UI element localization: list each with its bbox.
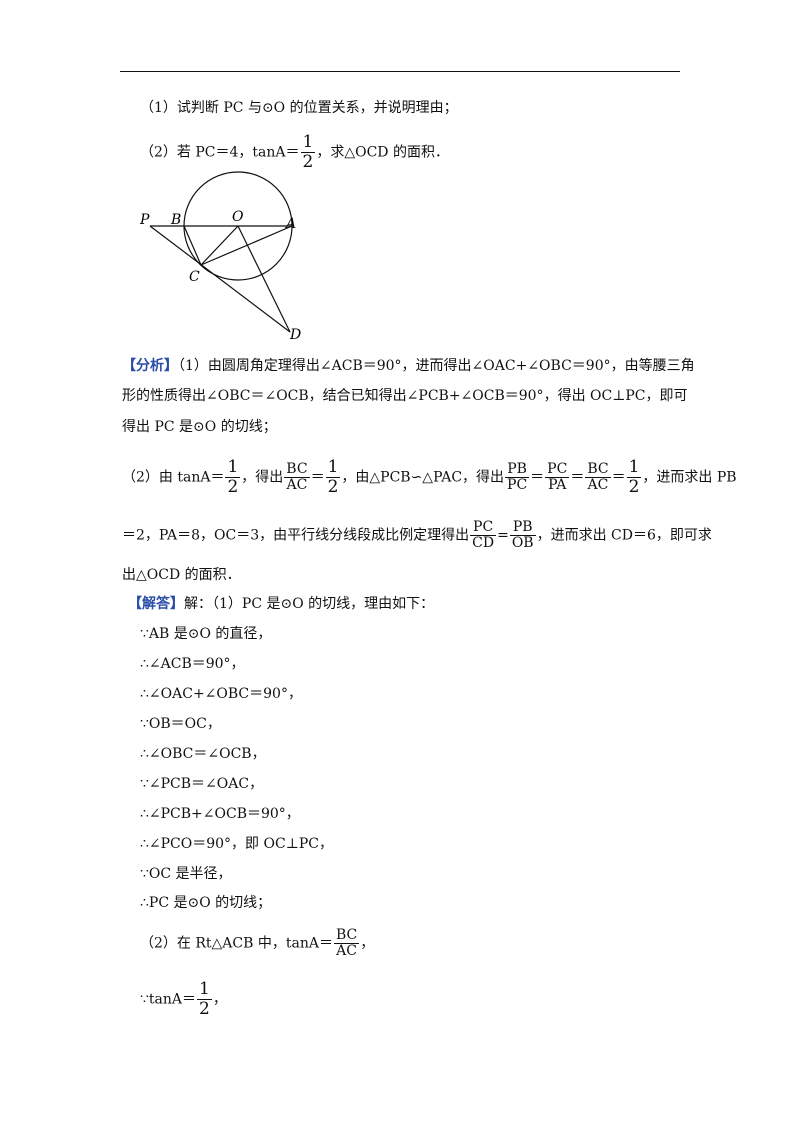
label-p: P	[139, 212, 150, 228]
geometry-figure: P B O A C D	[139, 171, 301, 343]
solution-text: ，	[360, 935, 375, 952]
fraction-denominator: 2	[628, 477, 640, 497]
analysis-text: ，由△PCB∽△PAC，得出	[341, 469, 505, 486]
fraction-numerator: BC	[333, 927, 360, 944]
fraction-denominator: 2	[227, 477, 239, 497]
solution-step: ∴∠PCO＝90°，即 OC⊥PC，	[140, 836, 333, 852]
solution-text: ∵tanA＝	[140, 991, 197, 1008]
solution-header: 【解答】解：（1）PC 是⊙O 的切线，理由如下：	[128, 595, 434, 613]
fraction-numerator: 1	[300, 132, 316, 153]
fraction-denominator: AC	[286, 477, 308, 493]
analysis-line-6: 出△OCD 的面积．	[122, 567, 241, 583]
solution-step: ∴∠OAC+∠OBC＝90°，	[140, 686, 302, 702]
solution-text: ，	[212, 991, 227, 1008]
solution-step: ∴∠ACB＝90°，	[140, 656, 245, 672]
fraction-numerator: BC	[585, 461, 611, 478]
label-c: C	[189, 269, 200, 285]
label-d: D	[289, 327, 301, 343]
fraction-denominator: PA	[548, 477, 567, 493]
fraction-numerator: 1	[626, 457, 642, 478]
analysis-text: （1）由圆周角定理得出∠ACB＝90°，进而得出∠OAC+∠OBC＝90°，由等…	[178, 358, 695, 374]
fraction-numerator: BC	[284, 461, 310, 478]
segment-pd	[149, 225, 291, 333]
segment-od	[237, 225, 291, 333]
solution-step: ∵AB 是⊙O 的直径，	[140, 626, 272, 642]
fraction-denominator: 2	[327, 477, 339, 497]
question-2-prefix: （2）若 PC＝4，tanA＝	[140, 144, 300, 161]
fraction-denominator: PC	[507, 477, 528, 493]
equals-sign: ＝	[530, 469, 545, 486]
solution-text: 解：（1）PC 是⊙O 的切线，理由如下：	[184, 596, 435, 612]
analysis-line-1: 【分析】（1）由圆周角定理得出∠ACB＝90°，进而得出∠OAC+∠OBC＝90…	[122, 357, 695, 375]
fraction-denominator: AC	[587, 477, 609, 493]
analysis-text: ，进而求出 CD＝6，即可求	[536, 527, 712, 544]
fraction-denominator: 2	[199, 999, 210, 1019]
analysis-line-2: 形的性质得出∠OBC＝∠OCB，结合已知得出∠PCB+∠OCB＝90°，得出 O…	[122, 388, 688, 404]
solution-step: ∵∠PCB＝∠OAC，	[140, 776, 264, 792]
solution-step: ∵OB＝OC，	[140, 716, 221, 732]
fraction-numerator: PB	[505, 462, 530, 478]
analysis-text: ，进而求出 PB	[642, 469, 737, 486]
fraction-denominator: CD	[472, 535, 495, 551]
solution-step: ∴∠PCB+∠OCB＝90°，	[140, 806, 300, 822]
fraction-denominator: 2	[302, 152, 314, 172]
solution-step: ∴PC 是⊙O 的切线；	[140, 895, 272, 911]
analysis-text: ＝2，PA＝8，OC＝3，由平行线分线段成比例定理得出	[122, 527, 470, 544]
solution-step: ∴∠OBC＝∠OCB，	[140, 746, 266, 762]
analysis-tag: 【分析】	[122, 358, 178, 374]
analysis-text: （2）由 tanA＝	[122, 469, 225, 486]
equals-sign: ＝	[310, 469, 325, 486]
question-2-suffix: ，求△OCD 的面积．	[316, 144, 449, 161]
equals-sign: =	[497, 527, 509, 544]
equals-sign: ＝	[611, 469, 626, 486]
fraction-numerator: 1	[197, 979, 212, 1000]
solution-tag: 【解答】	[128, 596, 184, 612]
segment-ac	[200, 225, 293, 266]
question-1: （1）试判断 PC 与⊙O 的位置关系，并说明理由；	[140, 100, 458, 116]
segment-bc	[183, 225, 202, 266]
fraction-numerator: PC	[470, 520, 497, 536]
fraction-denominator: AC	[336, 943, 357, 959]
fraction-numerator: PC	[545, 461, 570, 478]
fraction-numerator: 1	[325, 457, 341, 478]
equals-sign: ＝	[570, 469, 585, 486]
analysis-line-3: 得出 PC 是⊙O 的切线；	[122, 419, 277, 435]
fraction-numerator: 1	[225, 457, 241, 478]
label-a: A	[284, 216, 296, 232]
label-b: B	[170, 212, 181, 228]
header-rule	[120, 71, 680, 72]
analysis-text: ，得出	[241, 469, 284, 486]
fraction-numerator: PB	[509, 520, 536, 536]
fraction-denominator: OB	[511, 535, 534, 551]
label-o: O	[232, 209, 244, 225]
solution-text: （2）在 Rt△ACB 中，tanA＝	[140, 935, 333, 952]
segment-oc	[200, 225, 239, 266]
solution-step: ∵OC 是半径，	[140, 866, 232, 882]
